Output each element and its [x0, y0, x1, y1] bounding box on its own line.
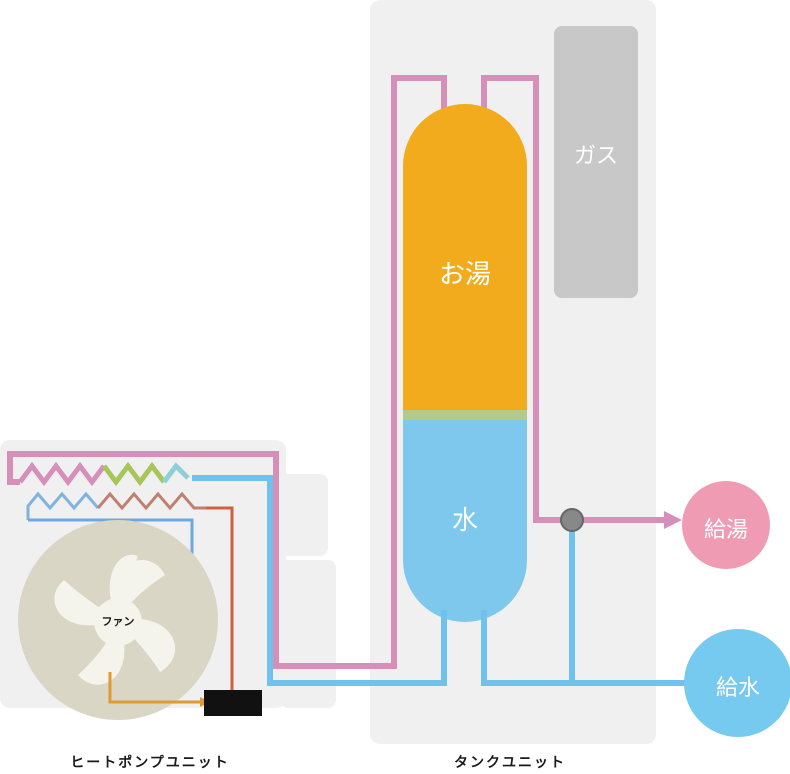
- cold-supply-label: 給水: [715, 676, 760, 701]
- compressor-box: [204, 690, 262, 716]
- heat-exchanger-coil-upper-green: [102, 461, 166, 487]
- tank-unit-label: タンクユニット: [454, 755, 566, 771]
- mixing-valve: [560, 508, 584, 532]
- gas-unit: [554, 26, 638, 298]
- heat-pump-unit-side-panel-lower: [280, 560, 336, 708]
- tank-hot-water: [403, 104, 527, 414]
- hot-water-label: お湯: [438, 260, 491, 290]
- gas-label: ガス: [573, 144, 618, 169]
- fan-hub: [94, 598, 142, 646]
- cold-supply-circle: [684, 629, 790, 737]
- refrigerant-coil-lower-mixed: [96, 491, 206, 511]
- heat-exchanger-coil-upper-cyan: [162, 462, 190, 484]
- heat-pump-unit-label: ヒートポンプユニット: [70, 755, 230, 771]
- hot-supply-label: 給湯: [703, 518, 748, 543]
- hot-pipe-heat-pump: [7, 451, 380, 669]
- water-label: 水: [451, 506, 478, 536]
- refrigerant-coil-lower-blue: [26, 491, 100, 520]
- refrigerant-line-right: [206, 506, 234, 690]
- hot-supply-circle: [682, 481, 770, 569]
- heat-pump-unit-side-panel: [280, 474, 328, 556]
- tank-cold-water: [403, 420, 527, 622]
- tank-boundary: [403, 410, 527, 422]
- heat-exchanger-coil-upper-pink: [18, 461, 106, 487]
- compressor-line: [108, 672, 204, 704]
- hot-pipe-tank-outlet: [481, 75, 570, 523]
- fan-label: ファン: [101, 615, 135, 628]
- hot-supply-arrow: [664, 511, 682, 529]
- cold-pipe-tank-inlet: [481, 610, 700, 686]
- cold-pipe-to-heat-pump: [192, 475, 447, 686]
- hot-pipe-tank-loop: [380, 75, 447, 669]
